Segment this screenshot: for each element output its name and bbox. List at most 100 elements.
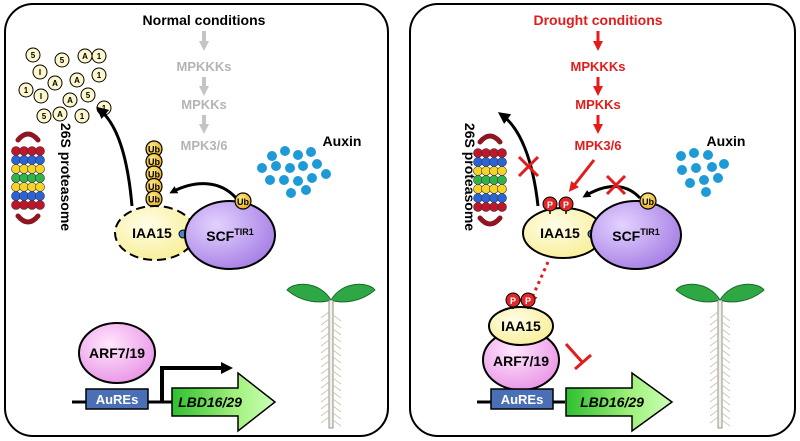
svg-text:P: P bbox=[547, 200, 553, 210]
fragment-letter: A bbox=[52, 79, 58, 88]
left-panel: Normal conditions MPKKKs MPKKs MPK3/6 I5… bbox=[4, 3, 389, 437]
right-mpk36: MPK3/6 bbox=[575, 138, 622, 153]
auxin-dot bbox=[677, 165, 687, 175]
right-phospho-p2: P bbox=[558, 196, 574, 214]
fragment-circle bbox=[54, 52, 70, 68]
left-auxin-label: Auxin bbox=[323, 133, 362, 149]
auxin-dot bbox=[271, 161, 281, 171]
left-scf-label: SCFTIR1 bbox=[206, 227, 254, 244]
auxin-dot bbox=[285, 163, 295, 173]
fragment-letter: 5 bbox=[60, 56, 65, 65]
right-inhibition-bar bbox=[574, 353, 592, 371]
auxin-dot bbox=[703, 150, 713, 160]
fragment-letter: A bbox=[57, 110, 63, 119]
right-bound-p2: P bbox=[520, 292, 536, 309]
right-scf-tir1 bbox=[590, 200, 682, 270]
auxin-dot bbox=[280, 146, 290, 156]
right-degradation-arrow bbox=[497, 112, 540, 207]
fragment-circle bbox=[33, 88, 49, 104]
ub-bead-label: Ub bbox=[148, 195, 160, 205]
auxin-dot bbox=[279, 175, 289, 185]
left-scf-ub-label: Ub bbox=[237, 197, 249, 207]
right-lbd-label: LBD16/29 bbox=[580, 394, 644, 410]
right-auxin-dots bbox=[676, 148, 729, 197]
fragment-letter: 5 bbox=[86, 91, 91, 100]
left-ub-transfer-arrow bbox=[169, 182, 238, 200]
fragment-circle bbox=[80, 87, 96, 103]
ub-bead-label: Ub bbox=[148, 157, 160, 167]
auxin-dot bbox=[685, 178, 695, 188]
auxin-dot bbox=[293, 176, 303, 186]
left-lbd-gene bbox=[171, 371, 277, 433]
ub-bead-label: Ub bbox=[148, 145, 160, 155]
right-scf-ub-label: Ub bbox=[642, 197, 654, 207]
auxin-dot bbox=[713, 173, 723, 183]
fragment-circle bbox=[25, 47, 41, 63]
left-lbd-label: LBD16/29 bbox=[178, 394, 242, 410]
right-bound-p1: P bbox=[505, 292, 521, 309]
auxin-dot bbox=[267, 151, 277, 161]
right-scf-label: SCFTIR1 bbox=[612, 227, 660, 244]
auxin-dot bbox=[293, 150, 303, 160]
right-proteasome-label: 26S proteasome bbox=[462, 123, 478, 231]
right-aures-label: AuREs bbox=[501, 392, 544, 407]
right-scf-ub bbox=[639, 192, 657, 210]
auxin-dot bbox=[301, 185, 311, 195]
left-mpkks: MPKKs bbox=[181, 97, 227, 112]
right-block-ub-x bbox=[605, 174, 627, 196]
right-mpkkks: MPKKKs bbox=[571, 59, 626, 74]
fragment-letter: A bbox=[82, 52, 88, 61]
right-panel: Drought conditions MPKKKs MPKKs MPK3/6 2… bbox=[409, 3, 796, 437]
left-mpk36: MPK3/6 bbox=[181, 138, 228, 153]
right-mpkks: MPKKs bbox=[575, 97, 621, 112]
fragment-circle bbox=[18, 82, 34, 98]
auxin-dot bbox=[257, 163, 267, 173]
fragment-letter: I bbox=[39, 68, 41, 77]
right-iaa15-label: IAA15 bbox=[540, 225, 580, 241]
auxin-dot bbox=[265, 175, 275, 185]
fragment-letter: 1 bbox=[80, 112, 85, 121]
fragment-circle bbox=[52, 106, 68, 122]
auxin-dot bbox=[298, 161, 308, 171]
left-title: Normal conditions bbox=[143, 12, 266, 28]
left-scf-tir1 bbox=[184, 200, 276, 270]
auxin-dot bbox=[707, 162, 717, 172]
left-arf-label: ARF7/19 bbox=[89, 345, 145, 361]
auxin-dot bbox=[701, 187, 711, 197]
auxin-dot bbox=[689, 148, 699, 158]
svg-text:P: P bbox=[563, 200, 569, 210]
right-title: Drought conditions bbox=[533, 12, 662, 28]
auxin-dot bbox=[691, 163, 701, 173]
fragment-letter: 5 bbox=[42, 112, 47, 121]
auxin-dot bbox=[321, 169, 331, 179]
fragment-circle bbox=[91, 67, 107, 83]
right-arf-label: ARF7/19 bbox=[493, 353, 549, 369]
right-bound-iaa15 bbox=[488, 306, 554, 346]
right-bound-iaa15-label: IAA15 bbox=[501, 318, 541, 334]
left-seedling-icon bbox=[286, 283, 376, 429]
right-block-degradation-x bbox=[517, 155, 540, 178]
left-arf7-19 bbox=[78, 322, 156, 384]
right-phospho-p1: P bbox=[542, 196, 558, 214]
right-inhibition-line bbox=[564, 342, 585, 365]
fragment-circle bbox=[36, 108, 52, 124]
fragment-letter: 1 bbox=[97, 71, 102, 80]
fragment-circle bbox=[91, 48, 107, 64]
right-proteasome-icon bbox=[473, 133, 507, 227]
fragment-circle bbox=[62, 92, 78, 108]
auxin-dot bbox=[676, 151, 686, 161]
fragment-letter: 5 bbox=[31, 51, 36, 60]
left-transcription-arrow bbox=[160, 362, 233, 402]
right-auxin-label: Auxin bbox=[707, 133, 746, 149]
ub-bead-label: Ub bbox=[148, 170, 160, 180]
right-phospho-arrow bbox=[568, 159, 596, 192]
left-mpkkks: MPKKKs bbox=[177, 59, 232, 74]
right-aures-box bbox=[490, 388, 554, 410]
auxin-dot bbox=[286, 188, 296, 198]
left-scf-ub bbox=[234, 192, 252, 210]
auxin-dot bbox=[719, 159, 729, 169]
fragment-circle bbox=[32, 64, 48, 80]
